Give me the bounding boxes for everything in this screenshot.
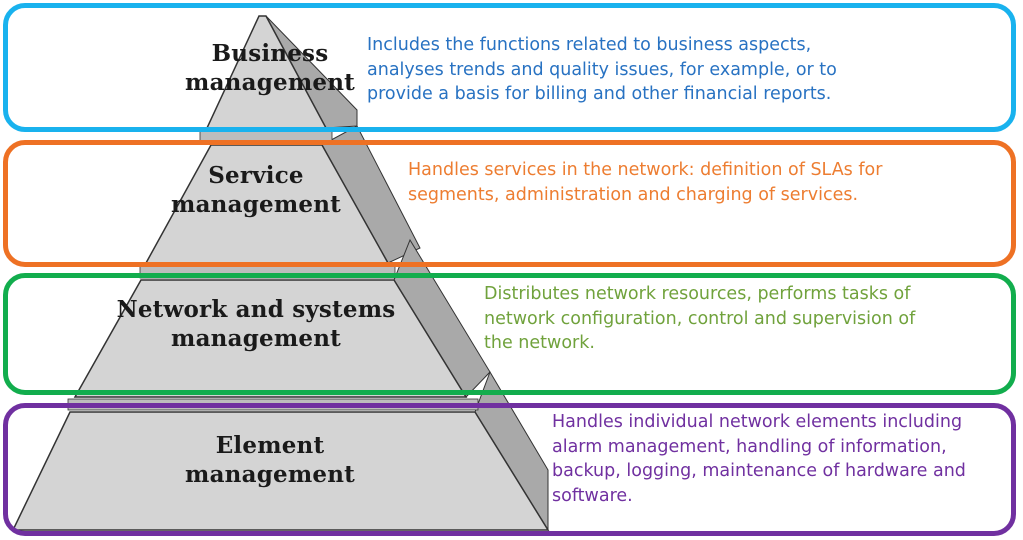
- description-line: segments, administration and charging of…: [408, 184, 859, 205]
- label-line: Element: [215, 432, 325, 459]
- description-line: Includes the functions related to busine…: [367, 35, 812, 55]
- frame-network: [3, 273, 1016, 395]
- label-line: management: [185, 460, 355, 488]
- description-line: analyses trends and quality issues, for …: [367, 59, 837, 80]
- description-line: network configuration, control and super…: [484, 308, 916, 329]
- frame-service: [3, 140, 1016, 267]
- description-line: backup, logging, maintenance of hardware…: [552, 461, 966, 481]
- description-element: Handles individual network elements incl…: [552, 410, 966, 508]
- description-line: provide a basis for billing and other fi…: [367, 84, 832, 104]
- label-line: Network and systems: [116, 296, 396, 323]
- label-line: management: [185, 68, 355, 96]
- description-network: Distributes network resources, performs …: [484, 282, 915, 356]
- description-line: Handles individual network elements incl…: [552, 412, 963, 432]
- description-line: Distributes network resources, performs …: [484, 284, 911, 304]
- pyramid-tier-network: [73, 279, 468, 398]
- description-line: software.: [552, 485, 633, 506]
- label-line: Service: [208, 162, 304, 189]
- pyramid-tier-element: [11, 411, 550, 531]
- frame-element: [3, 403, 1016, 536]
- description-line: the network.: [484, 333, 595, 353]
- description-business: Includes the functions related to busine…: [367, 33, 837, 107]
- frame-business: [3, 3, 1016, 132]
- label-line: management: [171, 324, 341, 352]
- description-line: alarm management, handling of informatio…: [552, 436, 947, 457]
- description-service: Handles services in the network: definit…: [408, 158, 882, 207]
- label-line: management: [171, 190, 341, 218]
- description-line: Handles services in the network: definit…: [408, 160, 883, 180]
- label-line: Business: [211, 40, 329, 67]
